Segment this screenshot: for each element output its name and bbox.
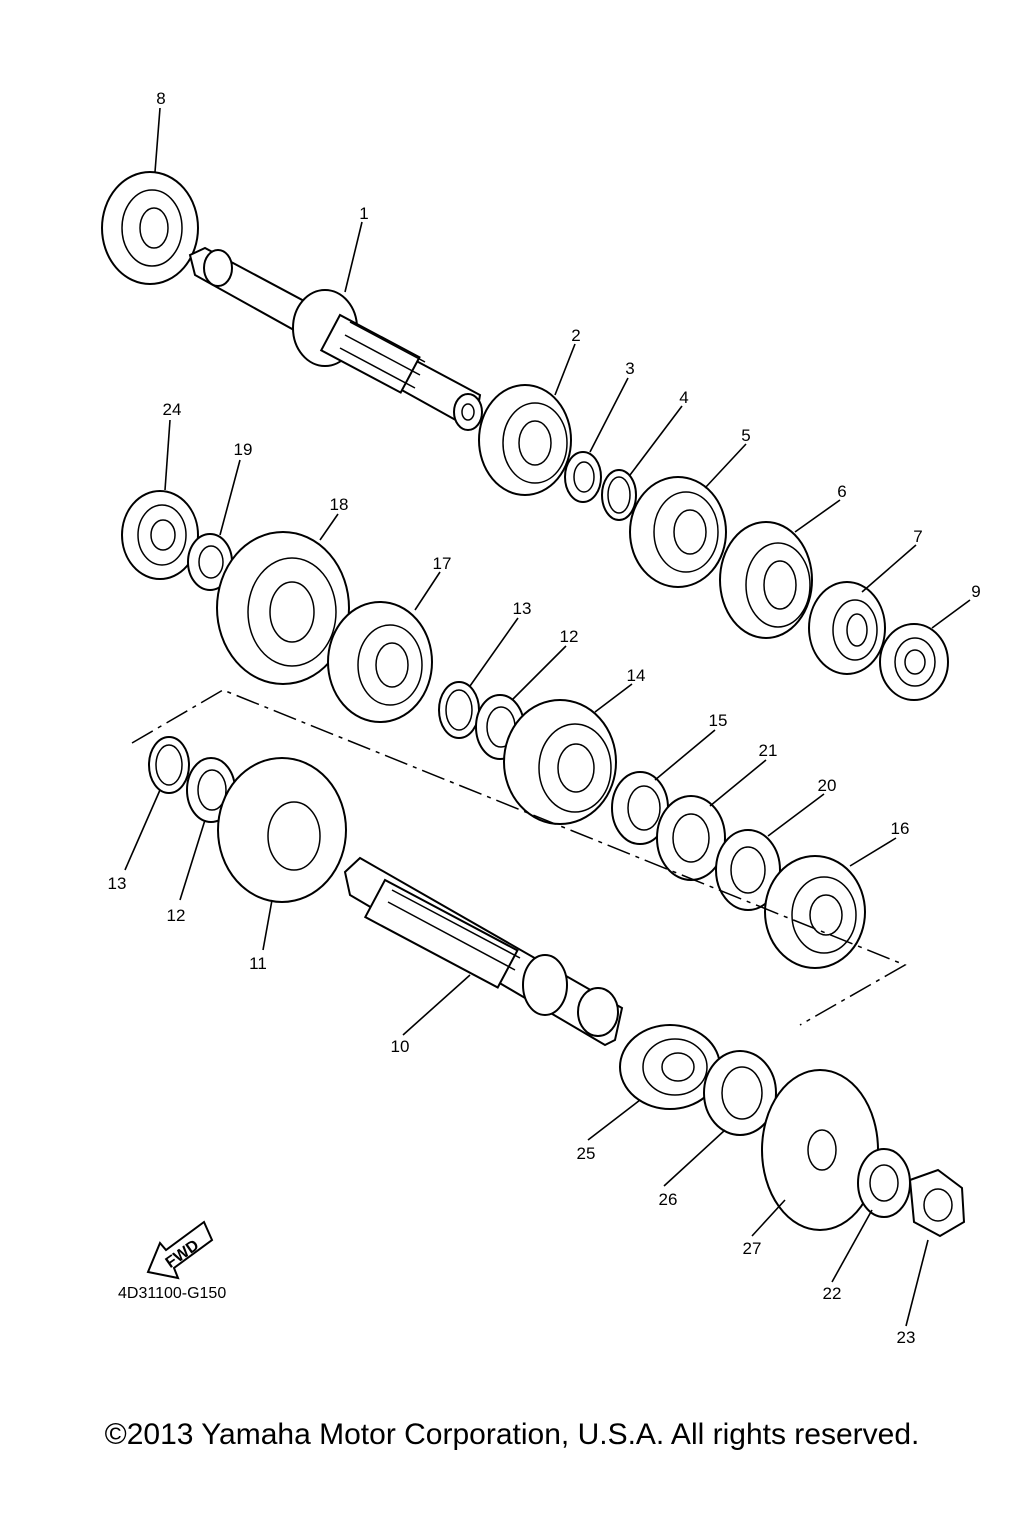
part-13-circlip-lower <box>148 736 190 794</box>
callout-21: 21 <box>759 741 778 760</box>
part-26-lock-washer <box>857 1148 911 1218</box>
part-24-oil-seal <box>703 1050 777 1136</box>
callout-15: 15 <box>709 711 728 730</box>
leader-lines <box>124 107 971 1327</box>
part-3-washer <box>564 451 602 503</box>
part-6-gear <box>719 521 813 639</box>
callout-24: 26 <box>659 1190 678 1209</box>
part-9-bearing <box>879 623 949 701</box>
part-18-gear <box>216 531 350 685</box>
callout-12-upper: 12 <box>560 627 579 646</box>
part-8-bearing <box>101 171 199 285</box>
callout-19: 19 <box>234 440 253 459</box>
part-20-washer <box>715 829 781 911</box>
callout-23: 25 <box>577 1144 596 1163</box>
part-17-gear <box>327 601 433 723</box>
part-13-circlip-upper <box>438 681 480 739</box>
part-21-washer <box>656 795 726 881</box>
callout-18: 18 <box>330 495 349 514</box>
callout-5: 5 <box>741 426 750 445</box>
callout-13-upper: 13 <box>513 599 532 618</box>
part-16-gear <box>764 855 866 969</box>
callout-25: 27 <box>743 1239 762 1258</box>
part-2-gear <box>478 384 572 496</box>
part-14-gear <box>503 699 617 825</box>
fwd-arrow-icon: FWD <box>146 1220 214 1280</box>
callout-20: 20 <box>818 776 837 795</box>
callout-3: 3 <box>625 359 634 378</box>
callout-10: 10 <box>391 1037 410 1056</box>
callout-13-lower: 13 <box>108 874 127 893</box>
callout-8: 8 <box>156 89 165 108</box>
part-23-bearing <box>619 1024 721 1110</box>
part-4-circlip <box>601 469 637 521</box>
callout-11: 11 <box>249 954 267 973</box>
part-1-main-axle <box>188 246 483 431</box>
part-22-bearing <box>121 490 199 580</box>
diagram-code: 4D31100-G150 <box>118 1285 226 1302</box>
part-5-gear <box>629 476 727 588</box>
callout-9: 9 <box>971 582 980 601</box>
callout-7: 7 <box>913 527 922 546</box>
callout-1: 1 <box>359 204 368 223</box>
part-7-gear <box>808 581 886 675</box>
callout-2: 2 <box>571 326 580 345</box>
callout-16: 16 <box>891 819 910 838</box>
part-10-drive-axle <box>343 856 624 1047</box>
callout-12-lower: 12 <box>167 906 186 925</box>
callout-27: 23 <box>897 1328 916 1347</box>
callout-14: 14 <box>627 666 646 685</box>
part-11-gear <box>217 757 347 903</box>
callout-17: 17 <box>433 554 452 573</box>
callout-22: 24 <box>163 400 182 419</box>
callout-labels: 8 1 2 3 4 5 6 7 9 24 19 18 17 13 12 14 1… <box>108 89 981 1347</box>
callout-26: 22 <box>823 1284 842 1303</box>
part-27-nut <box>908 1168 966 1238</box>
drive-axle-group-outline <box>131 689 907 1026</box>
callout-4: 4 <box>679 388 688 407</box>
copyright-notice: ©2013 Yamaha Motor Corporation, U.S.A. A… <box>104 1418 920 1451</box>
callout-6: 6 <box>837 482 846 501</box>
